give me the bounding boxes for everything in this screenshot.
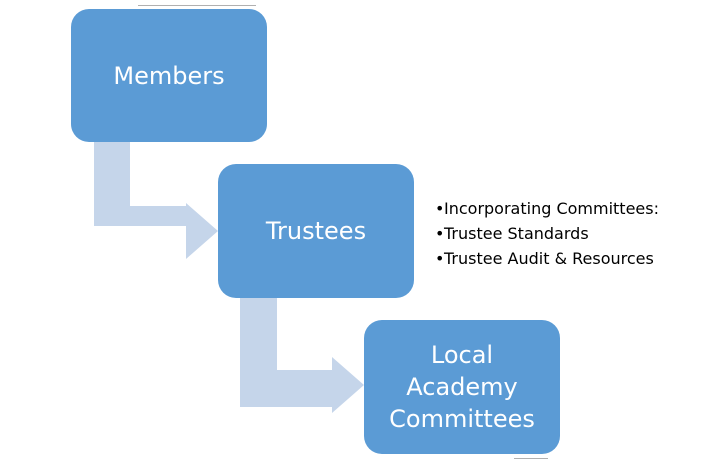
trustees-label: Trustees — [265, 217, 367, 245]
members-node: Members — [71, 9, 267, 142]
note-text: Incorporating Committees: — [444, 199, 659, 218]
bottom-divider-line — [514, 458, 548, 459]
note-text: Trustee Standards — [444, 224, 589, 243]
bullet-icon: • — [435, 199, 445, 218]
note-text: Trustee Audit & Resources — [444, 249, 654, 268]
lac-label-line-3: Committees — [389, 405, 535, 433]
note-item: •Trustee Standards — [435, 221, 700, 246]
lac-label-line-1: Local — [430, 341, 494, 369]
top-divider-line — [138, 5, 256, 6]
lac-label-line-2: Academy — [406, 373, 518, 401]
trustees-node: Trustees — [218, 164, 414, 298]
arrow-trustees-to-lac — [240, 298, 364, 413]
members-label: Members — [113, 61, 225, 90]
bullet-icon: • — [435, 249, 445, 268]
note-item: •Trustee Audit & Resources — [435, 246, 700, 271]
trustee-committees-notes: •Incorporating Committees: •Trustee Stan… — [435, 196, 700, 271]
local-academy-committees-node: Local Academy Committees — [364, 320, 560, 454]
arrow-members-to-trustees — [94, 142, 218, 259]
note-item: •Incorporating Committees: — [435, 196, 700, 221]
bullet-icon: • — [435, 224, 445, 243]
